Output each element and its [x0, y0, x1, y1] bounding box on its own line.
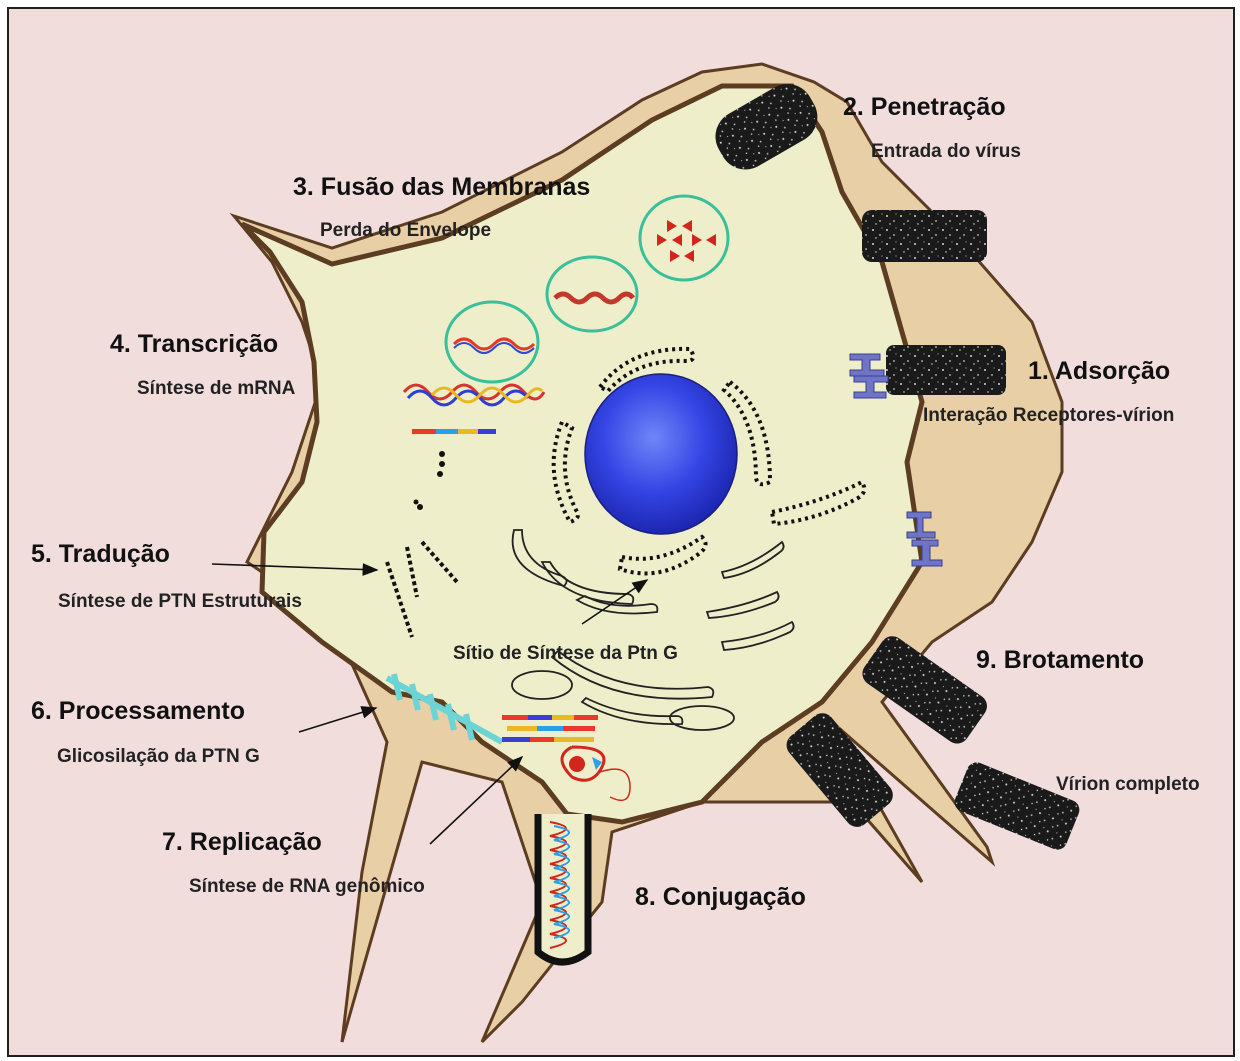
step-3-subtitle: Perda do Envelope [320, 220, 491, 242]
step-3-title: 3. Fusão das Membranas [293, 173, 590, 202]
step-5-subtitle: Síntese de PTN Estruturais [58, 591, 302, 613]
step-9-subtitle: Vírion completo [1056, 774, 1200, 796]
step-2-subtitle: Entrada do vírus [871, 141, 1021, 163]
step-6-title: 6. Processamento [31, 697, 245, 726]
step-4-subtitle: Síntese de mRNA [137, 378, 295, 400]
step-1-title: 1. Adsorção [1028, 357, 1170, 386]
conjugation-channel [538, 814, 588, 962]
step-7-subtitle: Síntese de RNA genômico [189, 876, 425, 898]
step-7-title: 7. Replicação [162, 828, 322, 857]
step-8-title: 8. Conjugação [635, 883, 806, 912]
step-1-subtitle: Interação Receptores-vírion [923, 405, 1174, 427]
synthesis-site-label: Sítio de Síntese da Ptn G [453, 643, 678, 665]
nucleus-icon [585, 374, 737, 534]
step-9-title: 9. Brotamento [976, 646, 1144, 675]
step-2-title: 2. Penetração [843, 93, 1006, 122]
step-4-title: 4. Transcrição [110, 330, 278, 359]
diagram-frame: 2. Penetração Entrada do vírus 3. Fusão … [7, 7, 1235, 1057]
cell-illustration [9, 9, 1233, 1055]
step-5-title: 5. Tradução [31, 540, 170, 569]
step-6-subtitle: Glicosilação da PTN G [57, 746, 260, 768]
